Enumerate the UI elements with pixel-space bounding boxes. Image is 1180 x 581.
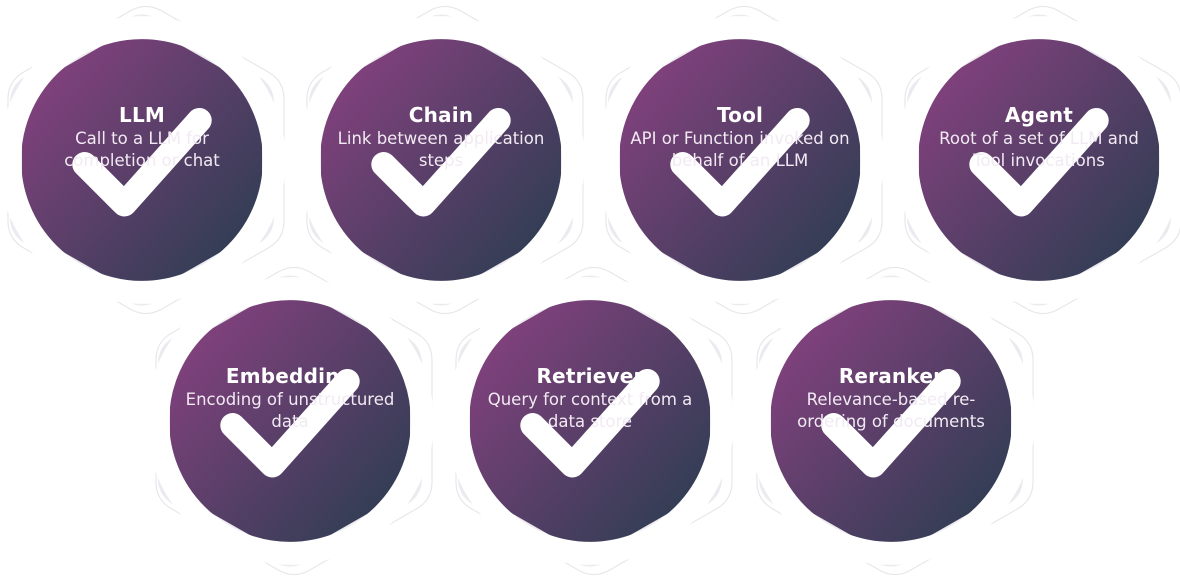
card-title: Embedding <box>225 364 355 388</box>
hexagon-shape <box>904 5 1180 315</box>
hexagon-fill <box>771 287 1011 555</box>
hexagon-shape <box>455 266 733 576</box>
hexagon-shape <box>756 266 1034 576</box>
hexagon-outline <box>455 266 733 576</box>
hexagon-shape <box>7 5 285 315</box>
hexagon-fill <box>620 26 860 294</box>
card-title: Reranker <box>838 364 944 388</box>
hexagon-fill <box>321 26 561 294</box>
hexagon-fill <box>470 287 710 555</box>
hexagon-shape <box>605 5 883 315</box>
card-title: LLM <box>119 103 165 127</box>
card-title: Retriever <box>536 364 644 388</box>
card-description: Query for context from a data store <box>487 390 693 431</box>
check-circle-icon <box>596 16 884 304</box>
hexagon-outline <box>756 266 1034 576</box>
card-description: Root of a set of LLM and Tool invocation… <box>939 129 1139 170</box>
check-circle-icon <box>895 16 1180 304</box>
hexagon-outline <box>904 5 1180 315</box>
card-description: Link between application steps <box>337 129 545 170</box>
hexagon-fill <box>170 287 410 555</box>
hexagon-outline <box>306 5 584 315</box>
check-circle-icon <box>0 16 286 304</box>
card-title: Chain <box>408 103 474 127</box>
card-description: Relevance-based re-ordering of documents <box>797 390 985 431</box>
hexagon-fill <box>919 26 1159 294</box>
card-title: Tool <box>716 103 764 127</box>
card-title: Agent <box>1004 103 1074 127</box>
card-description: API or Function invoked on behalf of an … <box>630 129 850 170</box>
check-circle-icon <box>446 277 734 565</box>
hexagon-fill <box>22 26 262 294</box>
check-circle-icon <box>297 16 585 304</box>
hexagon-shape <box>155 266 433 576</box>
hexagon-outline <box>7 5 285 315</box>
hexagon-shape <box>306 5 584 315</box>
hexagon-outline <box>155 266 433 576</box>
hexagon-outline <box>605 5 883 315</box>
card-description: Call to a LLM for completion or chat <box>64 129 220 170</box>
check-circle-icon <box>146 277 434 565</box>
card-description: Encoding of unstructured data <box>185 390 395 431</box>
check-circle-icon <box>747 277 1035 565</box>
